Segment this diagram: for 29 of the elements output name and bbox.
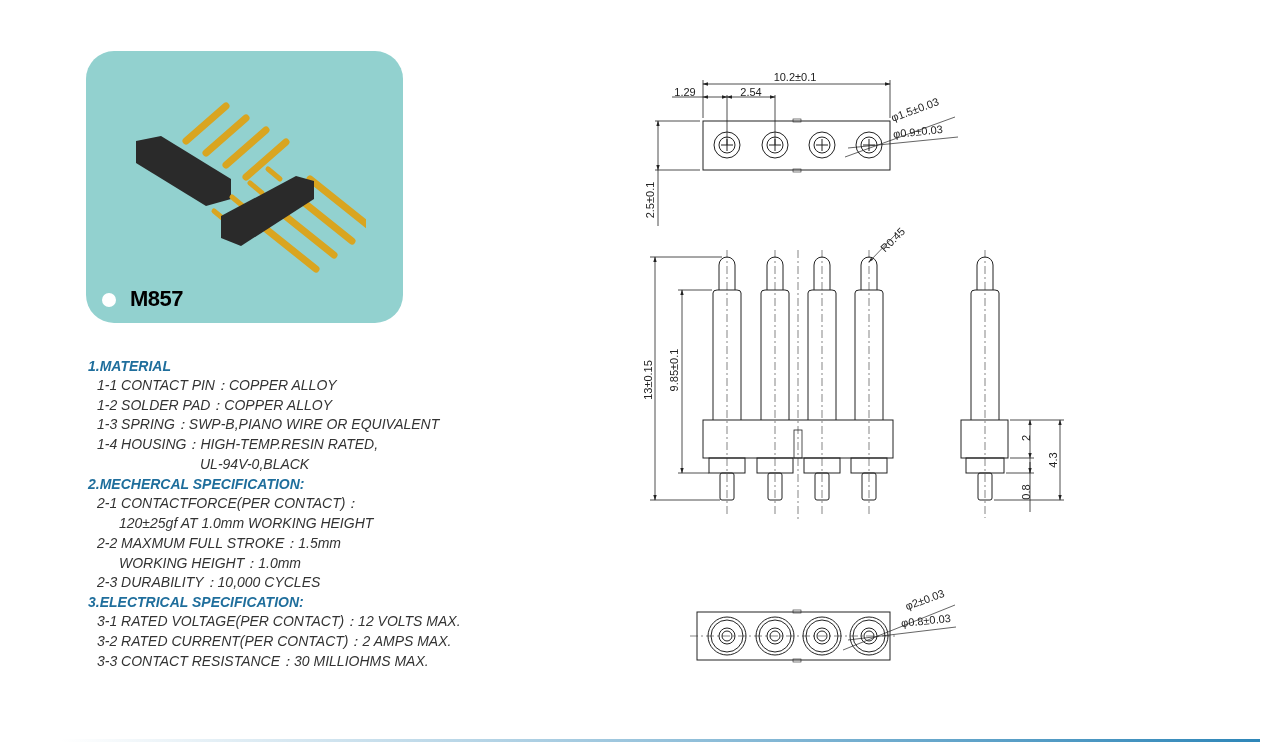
spec-line: 1-1 CONTACT PIN：COPPER ALLOY bbox=[97, 378, 337, 392]
spec-line: 3-2 RATED CURRENT(PER CONTACT)：2 AMPS MAX. bbox=[97, 634, 452, 648]
dimension-label: 2 bbox=[1020, 434, 1032, 442]
dimension-label: 13±0.15 bbox=[642, 360, 654, 400]
spec-line: UL-94V-0,BLACK bbox=[200, 457, 310, 471]
dimension-label: φ0.8±0.03 bbox=[900, 612, 952, 630]
spec-line: 3-3 CONTACT RESISTANCE：30 MILLIOHMS MAX. bbox=[97, 654, 429, 668]
product-card bbox=[86, 51, 403, 323]
section-heading: 3.ELECTRICAL SPECIFICATION: bbox=[88, 595, 304, 609]
spec-line: 1-4 HOUSING：HIGH-TEMP.RESIN RATED, bbox=[97, 437, 379, 451]
dimension-label: 2.54 bbox=[740, 86, 762, 98]
spec-line: 3-1 RATED VOLTAGE(PER CONTACT)：12 VOLTS MAX. bbox=[97, 614, 461, 628]
dimension-label: φ0.9±0.03 bbox=[892, 123, 944, 141]
spec-line: 2-3 DURABILITY：10,000 CYCLES bbox=[97, 575, 321, 589]
spec-line: 2-2 MAXMUM FULL STROKE：1.5mm bbox=[97, 536, 341, 550]
spec-line: 120±25gf AT 1.0mm WORKING HEIGHT bbox=[119, 516, 374, 530]
dimension-label: 9.85±0.1 bbox=[668, 348, 680, 392]
spec-line: 1-3 SPRING：SWP-B,PIANO WIRE OR EQUIVALENT bbox=[97, 417, 440, 431]
dimension-label: 0.8 bbox=[1020, 484, 1032, 500]
dimension-label: 2.5±0.1 bbox=[644, 181, 656, 219]
model-number: M857 bbox=[130, 285, 183, 313]
spec-line: 2-1 CONTACTFORCE(PER CONTACT)： bbox=[97, 496, 360, 510]
dimension-label: 4.3 bbox=[1047, 452, 1059, 468]
dimension-label: 1.29 bbox=[674, 86, 696, 98]
spec-line: WORKING HEIGHT：1.0mm bbox=[119, 556, 301, 570]
spec-line: 1-2 SOLDER PAD：COPPER ALLOY bbox=[97, 398, 332, 412]
section-heading: 2.MECHERCAL SPECIFICATION: bbox=[88, 477, 305, 491]
dimension-label: 10.2±0.1 bbox=[773, 71, 817, 83]
section-heading: 1.MATERIAL bbox=[88, 359, 171, 373]
